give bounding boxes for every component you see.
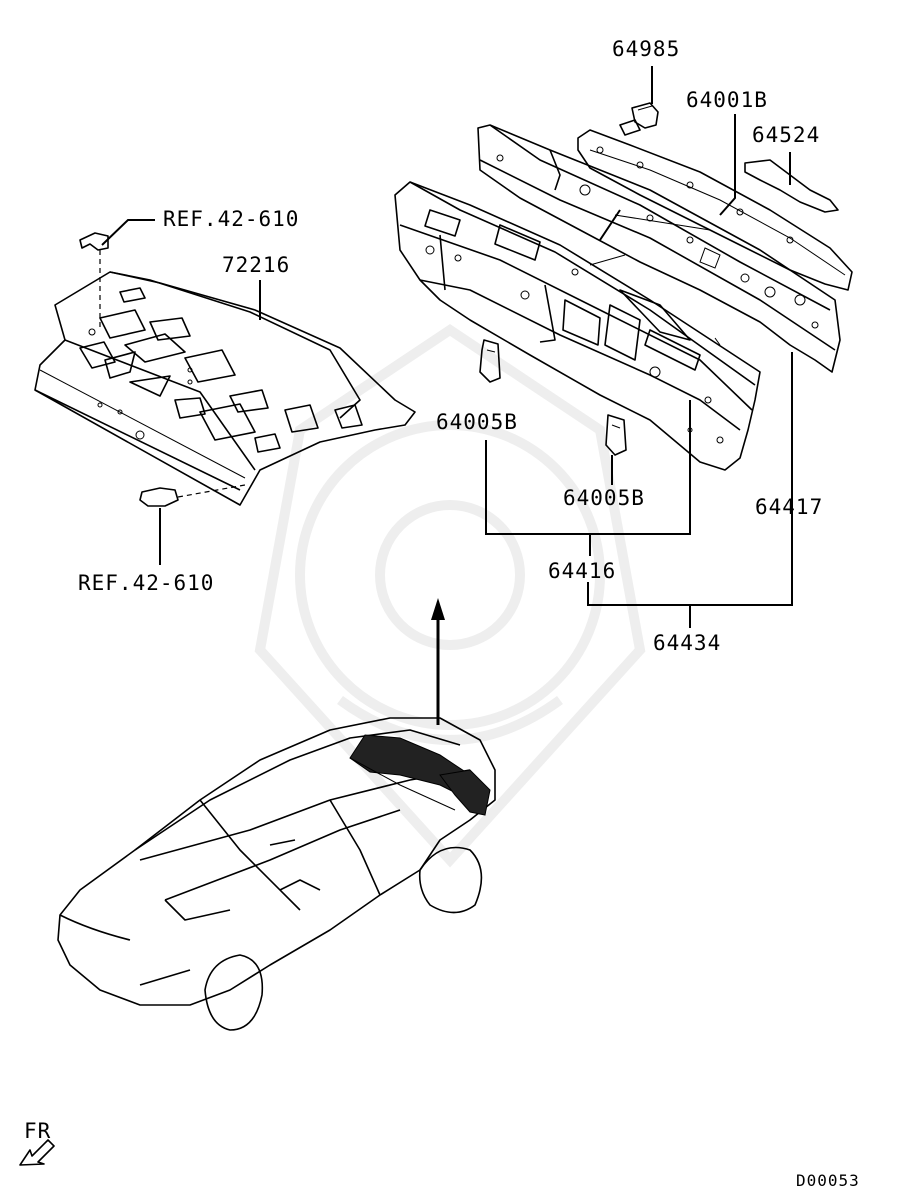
label-64524: 64524 [752,123,820,147]
clip-top [79,232,109,330]
rear-panel-64416 [394,181,761,471]
label-64005B-b: 64005B [563,486,645,510]
label-64005B-a: 64005B [436,410,518,434]
label-64001B: 64001B [686,88,768,112]
label-diagram-code: D00053 [796,1171,860,1187]
label-64985: 64985 [612,37,680,61]
leader-lines [101,66,793,628]
label-64417: 64417 [755,495,823,519]
arrow-down-left-icon [19,1139,55,1166]
rear-panel-64417 [477,124,841,373]
label-fr: FR [24,1119,51,1143]
bracket-64524 [744,159,839,213]
bolt-64985 [619,102,659,136]
grommet-bottom [139,484,246,507]
label-72216: 72216 [222,253,290,277]
rear-shelf-panel-72216 [34,271,416,506]
label-ref-top: REF.42-610 [163,207,299,231]
car-outline [57,717,496,1031]
label-ref-bottom: REF.42-610 [78,571,214,595]
label-64416: 64416 [548,559,616,583]
bracket-64005B-b [605,414,627,456]
label-64434: 64434 [653,631,721,655]
bracket-64005B-a [479,339,501,383]
watermark-emblem [254,323,646,868]
reinforcement-64001B [577,129,853,291]
pointer-arrow [431,598,445,725]
